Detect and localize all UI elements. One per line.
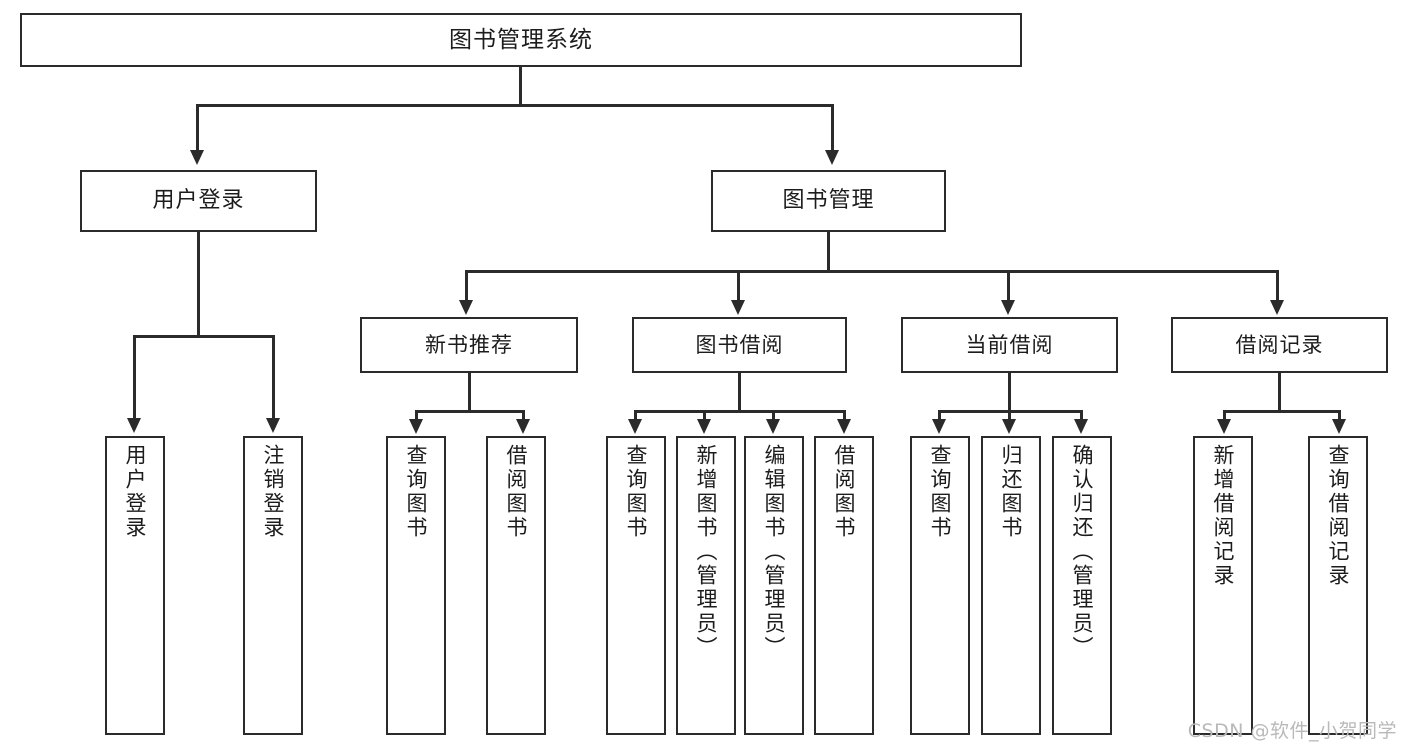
node-leaf-query-book-1-label: 查询图书: [404, 444, 429, 540]
node-book-borrow[interactable]: 图书借阅: [632, 317, 847, 373]
arrow-new-book-to-leaf-2: [516, 419, 530, 434]
edge-book-borrow-to-leaf-4: [843, 410, 846, 420]
node-leaf-confirm-return-label: 确认归还（管理员）: [1070, 444, 1095, 660]
edge-new-book-bus: [415, 410, 525, 413]
edge-borrow-record-bus: [1223, 410, 1341, 413]
edge-root-to-book-management: [831, 104, 834, 152]
node-leaf-user-login-label: 用户登录: [123, 444, 148, 540]
edge-bm-to-current-borrow: [1007, 270, 1010, 302]
node-book-management[interactable]: 图书管理: [711, 170, 946, 232]
node-new-book-recommend-label: 新书推荐: [425, 332, 513, 357]
arrow-book-borrow-to-leaf-4: [837, 419, 851, 434]
arrow-new-book-to-leaf-1: [409, 419, 423, 434]
arrow-bm-to-borrow-record: [1270, 300, 1284, 315]
arrow-current-borrow-to-leaf-1: [932, 419, 946, 434]
edge-bm-to-new-book: [465, 270, 468, 302]
edge-root-bus: [196, 104, 834, 107]
arrow-current-borrow-to-leaf-2: [1002, 419, 1016, 434]
node-leaf-return-book[interactable]: 归还图书: [981, 436, 1041, 735]
edge-new-book-to-leaf-1: [415, 410, 418, 420]
node-book-borrow-label: 图书借阅: [695, 332, 784, 357]
edge-book-borrow-to-leaf-3: [772, 410, 775, 420]
arrow-book-borrow-to-leaf-3: [766, 419, 780, 434]
edge-book-borrow-to-leaf-1: [634, 410, 637, 420]
node-leaf-query-book-3[interactable]: 查询图书: [910, 436, 970, 735]
arrow-borrow-record-to-leaf-2: [1332, 419, 1346, 434]
edge-root-to-user-login: [196, 104, 199, 152]
node-leaf-borrow-book-2-label: 借阅图书: [832, 444, 857, 540]
node-leaf-add-book-label: 新增图书（管理员）: [694, 444, 719, 660]
edge-user-login-to-leaf-2: [272, 335, 275, 419]
node-leaf-add-record[interactable]: 新增借阅记录: [1193, 436, 1253, 735]
arrow-current-borrow-to-leaf-3: [1074, 419, 1088, 434]
node-leaf-query-book-1[interactable]: 查询图书: [386, 436, 446, 735]
arrow-user-login-to-leaf-2: [266, 418, 280, 433]
node-current-borrow[interactable]: 当前借阅: [901, 317, 1118, 373]
node-leaf-user-login[interactable]: 用户登录: [105, 436, 165, 735]
node-borrow-record[interactable]: 借阅记录: [1171, 317, 1388, 373]
arrow-book-borrow-to-leaf-2: [697, 419, 711, 434]
csdn-watermark: CSDN @软件_小贺同学: [1187, 720, 1397, 742]
node-root-label: 图书管理系统: [449, 26, 593, 53]
edge-current-borrow-stem: [1008, 373, 1011, 410]
node-user-login[interactable]: 用户登录: [80, 170, 317, 232]
node-leaf-confirm-return[interactable]: 确认归还（管理员）: [1052, 436, 1112, 735]
node-borrow-record-label: 借阅记录: [1235, 332, 1324, 357]
edge-user-login-to-leaf-1: [133, 335, 136, 419]
arrow-bm-to-book-borrow: [731, 300, 745, 315]
edge-bm-to-borrow-record: [1276, 270, 1279, 302]
edge-borrow-record-stem: [1278, 373, 1281, 410]
edge-bm-to-book-borrow: [737, 270, 740, 302]
edge-borrow-record-to-leaf-2: [1338, 410, 1341, 420]
node-leaf-user-logout[interactable]: 注销登录: [243, 436, 303, 735]
arrow-root-to-user-login: [190, 150, 204, 165]
arrow-root-to-book-management: [825, 150, 839, 165]
node-leaf-edit-book[interactable]: 编辑图书（管理员）: [744, 436, 804, 735]
node-leaf-add-record-label: 新增借阅记录: [1211, 444, 1236, 588]
node-root[interactable]: 图书管理系统: [20, 13, 1022, 67]
node-leaf-borrow-book-1[interactable]: 借阅图书: [486, 436, 546, 735]
node-leaf-edit-book-label: 编辑图书（管理员）: [762, 444, 787, 660]
node-leaf-user-logout-label: 注销登录: [261, 444, 286, 540]
edge-current-borrow-to-leaf-1: [938, 410, 941, 420]
edge-new-book-to-leaf-2: [522, 410, 525, 420]
edge-root-stem: [519, 67, 522, 104]
edge-book-management-bus: [465, 270, 1279, 273]
node-leaf-return-book-label: 归还图书: [999, 444, 1024, 540]
node-leaf-query-record-label: 查询借阅记录: [1326, 444, 1351, 588]
edge-user-login-bus: [133, 335, 275, 338]
edge-user-login-stem: [197, 232, 200, 335]
arrow-user-login-to-leaf-1: [127, 418, 141, 433]
edge-current-borrow-to-leaf-3: [1080, 410, 1083, 420]
edge-new-book-stem: [468, 373, 471, 410]
arrow-borrow-record-to-leaf-1: [1217, 419, 1231, 434]
node-leaf-query-book-2-label: 查询图书: [624, 444, 649, 540]
edge-current-borrow-to-leaf-2: [1008, 410, 1011, 420]
edge-book-management-stem: [827, 232, 830, 270]
node-leaf-query-record[interactable]: 查询借阅记录: [1308, 436, 1368, 735]
node-leaf-borrow-book-2[interactable]: 借阅图书: [814, 436, 874, 735]
edge-borrow-record-to-leaf-1: [1223, 410, 1226, 420]
node-user-login-label: 用户登录: [152, 188, 245, 214]
arrow-bm-to-current-borrow: [1001, 300, 1015, 315]
edge-book-borrow-stem: [738, 373, 741, 410]
node-new-book-recommend[interactable]: 新书推荐: [360, 317, 578, 373]
node-leaf-add-book[interactable]: 新增图书（管理员）: [676, 436, 736, 735]
edge-book-borrow-to-leaf-2: [703, 410, 706, 420]
arrow-bm-to-new-book: [459, 300, 473, 315]
node-leaf-borrow-book-1-label: 借阅图书: [504, 444, 529, 540]
node-current-borrow-label: 当前借阅: [965, 332, 1054, 357]
edge-book-borrow-bus: [634, 410, 846, 413]
node-leaf-query-book-2[interactable]: 查询图书: [606, 436, 666, 735]
node-book-management-label: 图书管理: [782, 188, 875, 214]
arrow-book-borrow-to-leaf-1: [628, 419, 642, 434]
node-leaf-query-book-3-label: 查询图书: [928, 444, 953, 540]
